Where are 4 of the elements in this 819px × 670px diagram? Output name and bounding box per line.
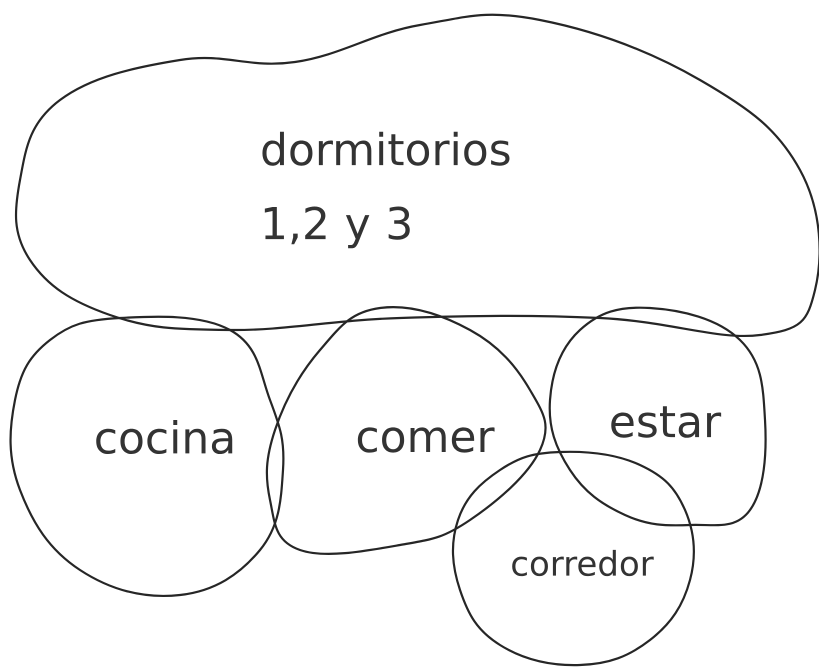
zone-bubble: dormitorios 1,2 y 3 [14, 14, 819, 337]
zone-bubble: comer [266, 306, 547, 555]
zone-bubble: estar [548, 306, 767, 526]
zone-bubble: cocina [9, 316, 285, 597]
